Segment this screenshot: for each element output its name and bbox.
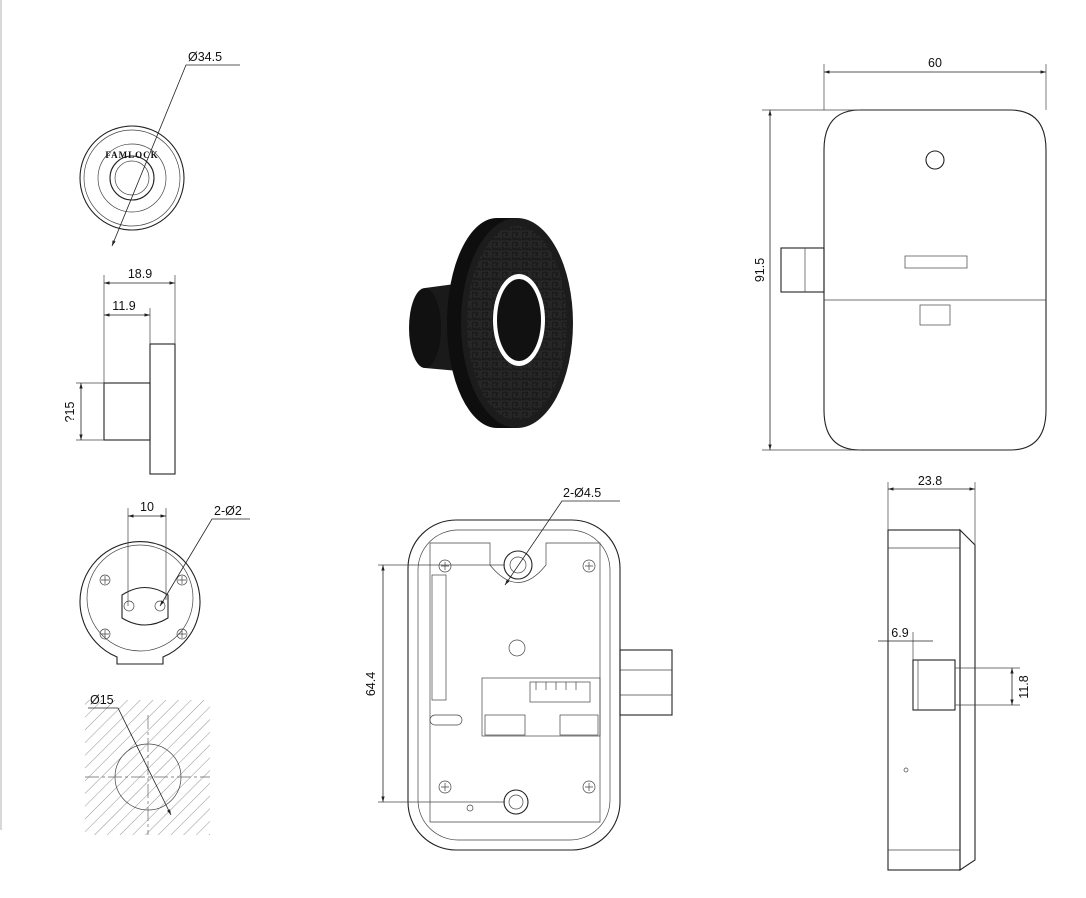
height-label: 91.5 <box>753 258 767 282</box>
bolt-offset-label: 6.9 <box>891 626 908 640</box>
knob-3d-render <box>409 218 573 428</box>
holes-label: 2-Ø2 <box>214 504 242 518</box>
diameter-label: Ø34.5 <box>188 50 222 64</box>
knob-back-view: 10 2-Ø2 <box>79 500 250 665</box>
bolt-height-label: 11.8 <box>1017 675 1031 698</box>
cutout-section-view: Ø15 <box>85 693 210 835</box>
depth-label: 23.8 <box>918 474 942 488</box>
boss-diameter-label: ?15 <box>63 402 77 423</box>
width-label: 60 <box>928 56 942 70</box>
boss-length-label: 11.9 <box>112 299 135 313</box>
knob-front-view: FAMLOCK Ø34.5 <box>79 50 240 247</box>
holes-label: 2-Ø4.5 <box>563 486 601 500</box>
overall-length-label: 18.9 <box>128 267 152 281</box>
cutout-diameter-label: Ø15 <box>90 693 114 707</box>
hole-spacing-label: 64.4 <box>364 672 378 696</box>
hole-spacing-label: 10 <box>140 500 154 514</box>
lock-back-plate-view: 64.4 2-Ø4.5 <box>364 486 673 851</box>
knob-side-view: 18.9 11.9 ?15 <box>63 267 176 475</box>
lock-side-view: 23.8 6.9 11.8 <box>878 474 1031 872</box>
lock-front-view: 60 91.5 <box>753 56 1047 451</box>
logo-text: FAMLOCK <box>105 150 158 160</box>
